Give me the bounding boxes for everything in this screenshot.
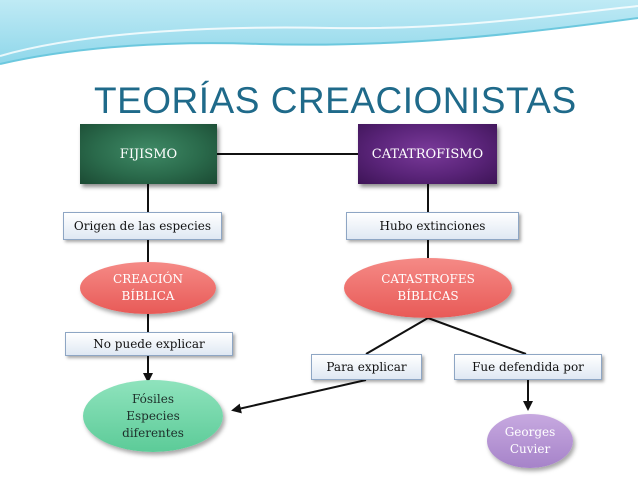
- connector-catastrofes-fue: [427, 317, 527, 355]
- fue-defendida-label: Fue defendida por: [472, 360, 584, 374]
- node-para-explicar: Para explicar: [311, 354, 422, 380]
- node-origen-especies: Origen de las especies: [63, 212, 222, 240]
- page-title: TEORÍAS CREACIONISTAS: [94, 80, 577, 121]
- connector-catastrofes-para: [365, 317, 429, 355]
- catastrofes-line1: CATASTROFES: [381, 272, 475, 286]
- georges-line1: Georges: [504, 425, 556, 439]
- node-creacion-biblica: CREACIÓN BÍBLICA: [80, 262, 216, 314]
- fosiles-line1: Fósiles: [132, 391, 174, 406]
- node-catastrofismo: CATATROFISMO: [358, 124, 497, 184]
- node-fue-defendida: Fue defendida por: [454, 354, 602, 380]
- header-wave: [0, 0, 638, 64]
- georges-line2: Cuvier: [509, 442, 551, 456]
- node-no-puede-explicar: No puede explicar: [65, 332, 233, 356]
- creacion-line2: BÍBLICA: [121, 289, 175, 303]
- no-puede-label: No puede explicar: [93, 337, 205, 351]
- node-georges-cuvier: Georges Cuvier: [487, 414, 573, 468]
- node-fijismo-label: FIJISMO: [119, 146, 178, 162]
- node-origen-label: Origen de las especies: [73, 219, 212, 233]
- header-wave-line: [0, 17, 638, 65]
- node-catastrofes-biblicas: CATASTROFES BÍBLICAS: [344, 258, 512, 318]
- arrow-para-fosiles: [231, 379, 367, 414]
- node-catastrofismo-label: CATATROFISMO: [371, 146, 484, 162]
- catastrofes-line2: BÍBLICAS: [397, 289, 459, 303]
- node-fijismo: FIJISMO: [80, 124, 217, 184]
- fosiles-line3: diferentes: [122, 425, 184, 440]
- creacion-line1: CREACIÓN: [113, 272, 183, 286]
- para-explicar-label: Para explicar: [326, 360, 407, 374]
- fosiles-line2: Especies: [126, 408, 180, 423]
- node-fosiles: Fósiles Especies diferentes: [83, 380, 223, 452]
- node-extinciones-label: Hubo extinciones: [379, 219, 486, 233]
- node-hubo-extinciones: Hubo extinciones: [346, 212, 519, 240]
